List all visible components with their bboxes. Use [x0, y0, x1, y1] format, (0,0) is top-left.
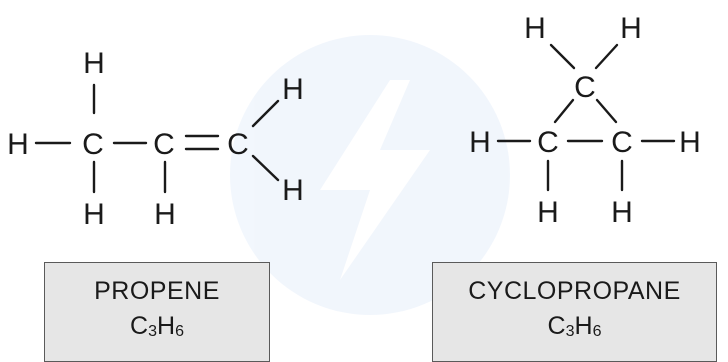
- cyclopropane-c-left: C: [537, 126, 559, 159]
- cyclopropane-c-top: C: [574, 71, 596, 104]
- propene-h-left: H: [7, 128, 29, 161]
- cyclopropane-formula-c: C: [547, 312, 566, 340]
- cyclopropane-bond-ctop-h-left: [549, 43, 576, 70]
- propene-formula-c: C: [130, 312, 149, 340]
- propene-formula-c-count: 3: [148, 323, 157, 340]
- cyclopropane-formula-c-count: 3: [565, 323, 575, 340]
- propene-label-box: PROPENE C3H6: [44, 262, 270, 362]
- cyclopropane-h-top-left: H: [524, 12, 546, 45]
- propene-bond-c3-h-lower: [251, 154, 280, 182]
- propene-formula: C3H6: [45, 312, 269, 341]
- propene-c3: C: [227, 128, 249, 161]
- propene-h-upper-right: H: [282, 73, 304, 106]
- propene-name: PROPENE: [94, 277, 220, 305]
- cyclopropane-formula-h: H: [574, 312, 593, 340]
- propene-formula-h-count: 6: [175, 323, 184, 340]
- cyclopropane-formula-h-count: 6: [592, 323, 602, 340]
- propene-h-top: H: [83, 47, 105, 80]
- cyclopropane-label-box: CYCLOPROPANE C3H6: [432, 262, 717, 362]
- structure-diagram: H H C C C H H H H H H C H C C H: [7, 12, 701, 315]
- cyclopropane-h-left: H: [469, 126, 491, 159]
- cyclopropane-h-bottom-right: H: [611, 196, 633, 229]
- cyclopropane-h-bottom-left: H: [537, 196, 559, 229]
- propene-h-c1-bottom: H: [83, 198, 105, 231]
- propene-bond-c3-h-upper: [251, 99, 280, 128]
- propene-h-c2-bottom: H: [154, 198, 176, 231]
- cyclopropane-structure: H H C H C C H H H: [469, 12, 701, 229]
- propene-c1: C: [82, 128, 104, 161]
- cyclopropane-bond-ctop-cright: [595, 98, 618, 124]
- cyclopropane-bond-ctop-h-right: [594, 43, 619, 70]
- cyclopropane-c-right: C: [611, 126, 633, 159]
- propene-c2: C: [153, 128, 175, 161]
- cyclopropane-name: CYCLOPROPANE: [468, 277, 681, 305]
- cyclopropane-h-right: H: [679, 126, 701, 159]
- cyclopropane-h-top-right: H: [620, 12, 642, 45]
- propene-h-lower-right: H: [282, 174, 304, 207]
- cyclopropane-formula: C3H6: [433, 312, 716, 341]
- cyclopropane-bond-ctop-cleft: [553, 98, 575, 124]
- watermark-logo: [230, 35, 510, 315]
- propene-structure: H H C C C H H H H: [7, 47, 304, 231]
- propene-formula-h: H: [157, 312, 176, 340]
